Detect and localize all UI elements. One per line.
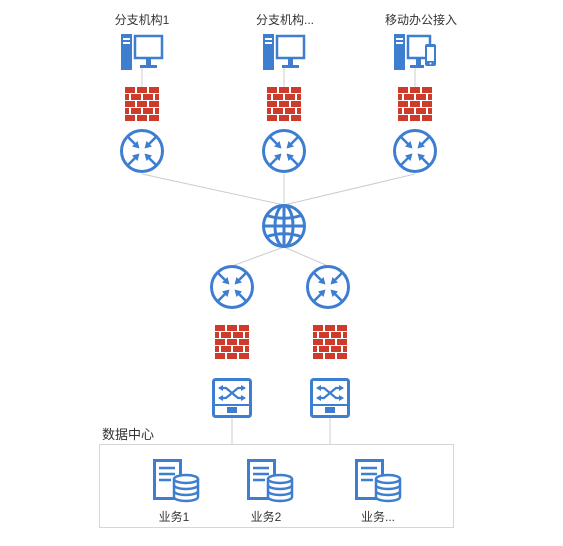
service-label: 业务... bbox=[360, 510, 396, 524]
firewall-icon bbox=[398, 87, 432, 121]
dc-link-2-column bbox=[306, 265, 350, 418]
globe-icon bbox=[262, 204, 306, 248]
branch-1-column bbox=[120, 32, 164, 173]
router-icon bbox=[262, 129, 306, 173]
branch-label: 分支机构1 bbox=[114, 13, 170, 27]
desktop-computer-icon bbox=[262, 32, 306, 72]
link-mobile-router-internet bbox=[283, 173, 416, 206]
desktop-computer-icon bbox=[120, 32, 164, 72]
link-internet-dc-router2 bbox=[283, 246, 329, 267]
datacenter-box bbox=[99, 444, 454, 528]
datacenter-title: 数据中心 bbox=[102, 427, 155, 442]
firewall-icon bbox=[267, 87, 301, 121]
mobile-office-column bbox=[393, 32, 437, 173]
branch-2-column bbox=[262, 32, 306, 173]
connection-lines bbox=[141, 68, 416, 444]
branch-label: 分支机构... bbox=[255, 13, 315, 27]
router-icon bbox=[210, 265, 254, 309]
switch-icon bbox=[310, 378, 350, 418]
firewall-icon bbox=[313, 325, 347, 359]
link-branch1-router-internet bbox=[141, 173, 285, 206]
computer-with-phone-icon bbox=[393, 32, 437, 72]
service-label: 业务1 bbox=[158, 510, 190, 524]
router-icon bbox=[120, 129, 164, 173]
firewall-icon bbox=[215, 325, 249, 359]
router-icon bbox=[306, 265, 350, 309]
link-internet-dc-router1 bbox=[231, 246, 285, 267]
firewall-icon bbox=[125, 87, 159, 121]
dc-link-1-column bbox=[210, 265, 254, 418]
service-label: 业务2 bbox=[250, 510, 282, 524]
branch-label: 移动办公接入 bbox=[384, 13, 458, 27]
router-icon bbox=[393, 129, 437, 173]
switch-icon bbox=[212, 378, 252, 418]
